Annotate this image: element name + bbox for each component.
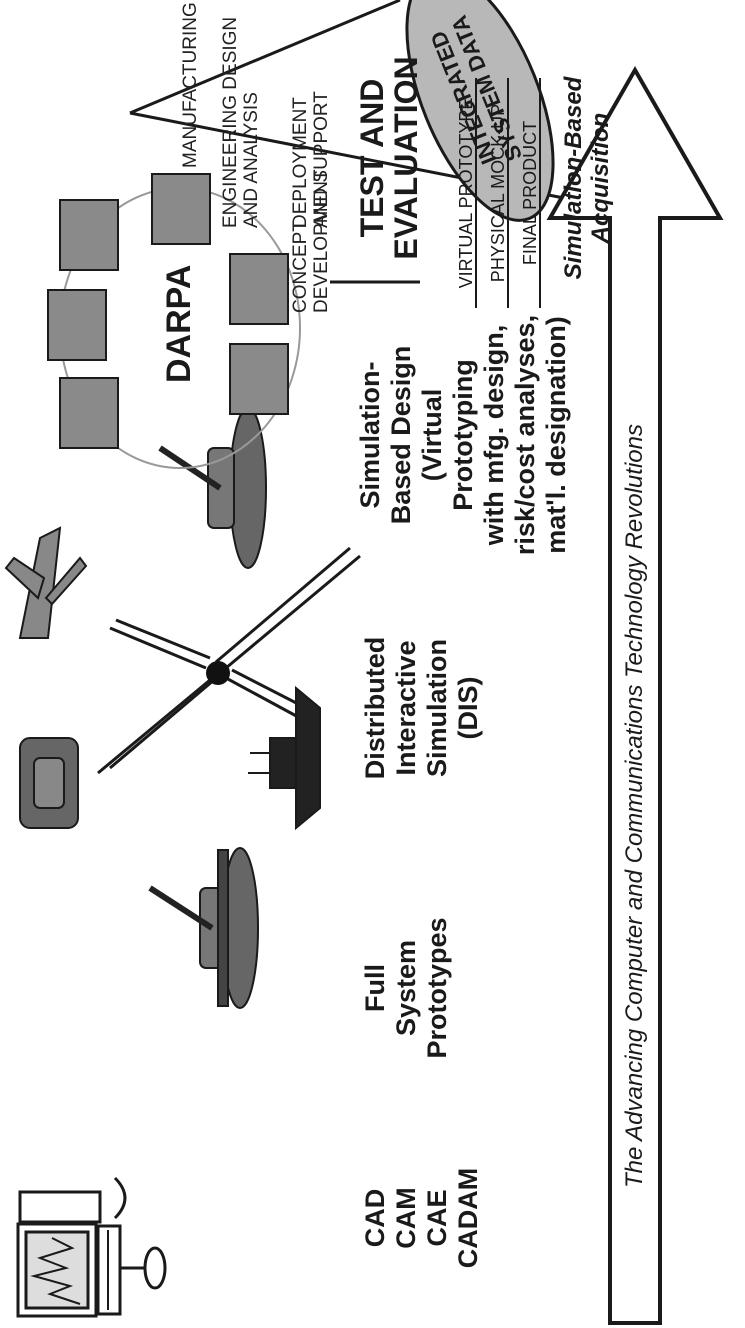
darpa-screen-2 [48, 290, 106, 360]
final-product-label: FINAL PRODUCT [519, 88, 551, 298]
stage-line: risk/cost analyses, [510, 290, 541, 580]
network-hub [206, 661, 230, 685]
prototype-stack: VIRTUAL PROTOTYPE PHYSICAL MOCK-UP FINAL… [455, 88, 551, 298]
sba-line: Simulation-Based [560, 68, 587, 288]
stage-full-system-label: Full System Prototypes [360, 898, 453, 1078]
phase-line: ENGINEERING DESIGN [220, 0, 241, 228]
stage-line: CADAM [453, 1148, 484, 1288]
te-line: TEST AND [355, 48, 389, 268]
arrow-label: The Advancing Computer and Communication… [621, 424, 649, 1188]
test-and-evaluation-label: TEST AND EVALUATION [355, 48, 423, 268]
stage-line: Prototypes [422, 898, 453, 1078]
stage-line: Based Design [386, 290, 417, 580]
darpa-label: DARPA [160, 265, 199, 383]
stage-line: System [391, 898, 422, 1078]
phase-engineering-design: ENGINEERING DESIGN AND ANALYSIS [220, 0, 262, 228]
tank-icon [150, 848, 258, 1008]
darpa-screen-5 [230, 254, 288, 324]
phase-line: DEPLOYMENT [290, 28, 311, 228]
stage-line: Simulation- [355, 290, 386, 580]
stage-line: Prototyping [448, 290, 479, 580]
phase-line: AND SUPPORT [311, 28, 332, 228]
stage-line: (DIS) [453, 608, 484, 808]
darpa-screen-4 [152, 174, 210, 244]
phase-deployment-support: DEPLOYMENT AND SUPPORT [290, 28, 332, 228]
stage-line: Full [360, 898, 391, 1078]
stage-line: mat'l. designation) [541, 290, 572, 580]
darpa-screen-3 [60, 200, 118, 270]
te-line: EVALUATION [389, 48, 423, 268]
stage-line: Simulation [422, 608, 453, 808]
tank-vehicle-icon-2 [160, 408, 266, 568]
stage-line: Interactive [391, 608, 422, 808]
dis-network-diagram [6, 408, 360, 828]
sba-line: Acquisition [587, 68, 614, 288]
stage-dis-label: Distributed Interactive Simulation (DIS) [360, 608, 484, 808]
jet-fighter-icon [6, 528, 86, 638]
stage-cad-label: CAD CAM CAE CADAM [360, 1148, 484, 1288]
computer-workstation-icon [18, 1178, 165, 1316]
stage-simulation-based-design-label: Simulation- Based Design (Virtual Protot… [355, 290, 572, 580]
stage-line: CAM [391, 1148, 422, 1288]
darpa-screen-1 [60, 378, 118, 448]
stage-line: CAE [422, 1148, 453, 1288]
stage-line: with mfg. design, [479, 290, 510, 580]
stage-line: CAD [360, 1148, 391, 1288]
tank-vehicle-icon [20, 738, 78, 828]
stage-line: (Virtual [417, 290, 448, 580]
darpa-screen-6 [230, 344, 288, 414]
virtual-prototype-label: VIRTUAL PROTOTYPE [455, 88, 487, 298]
phase-line: AND ANALYSIS [241, 0, 262, 228]
physical-mockup-label: PHYSICAL MOCK-UP [487, 88, 519, 298]
stage-line: Distributed [360, 608, 391, 808]
simulation-based-acquisition-label: Simulation-Based Acquisition [560, 68, 614, 288]
phase-manufacturing: MANUFACTURING [180, 2, 201, 168]
